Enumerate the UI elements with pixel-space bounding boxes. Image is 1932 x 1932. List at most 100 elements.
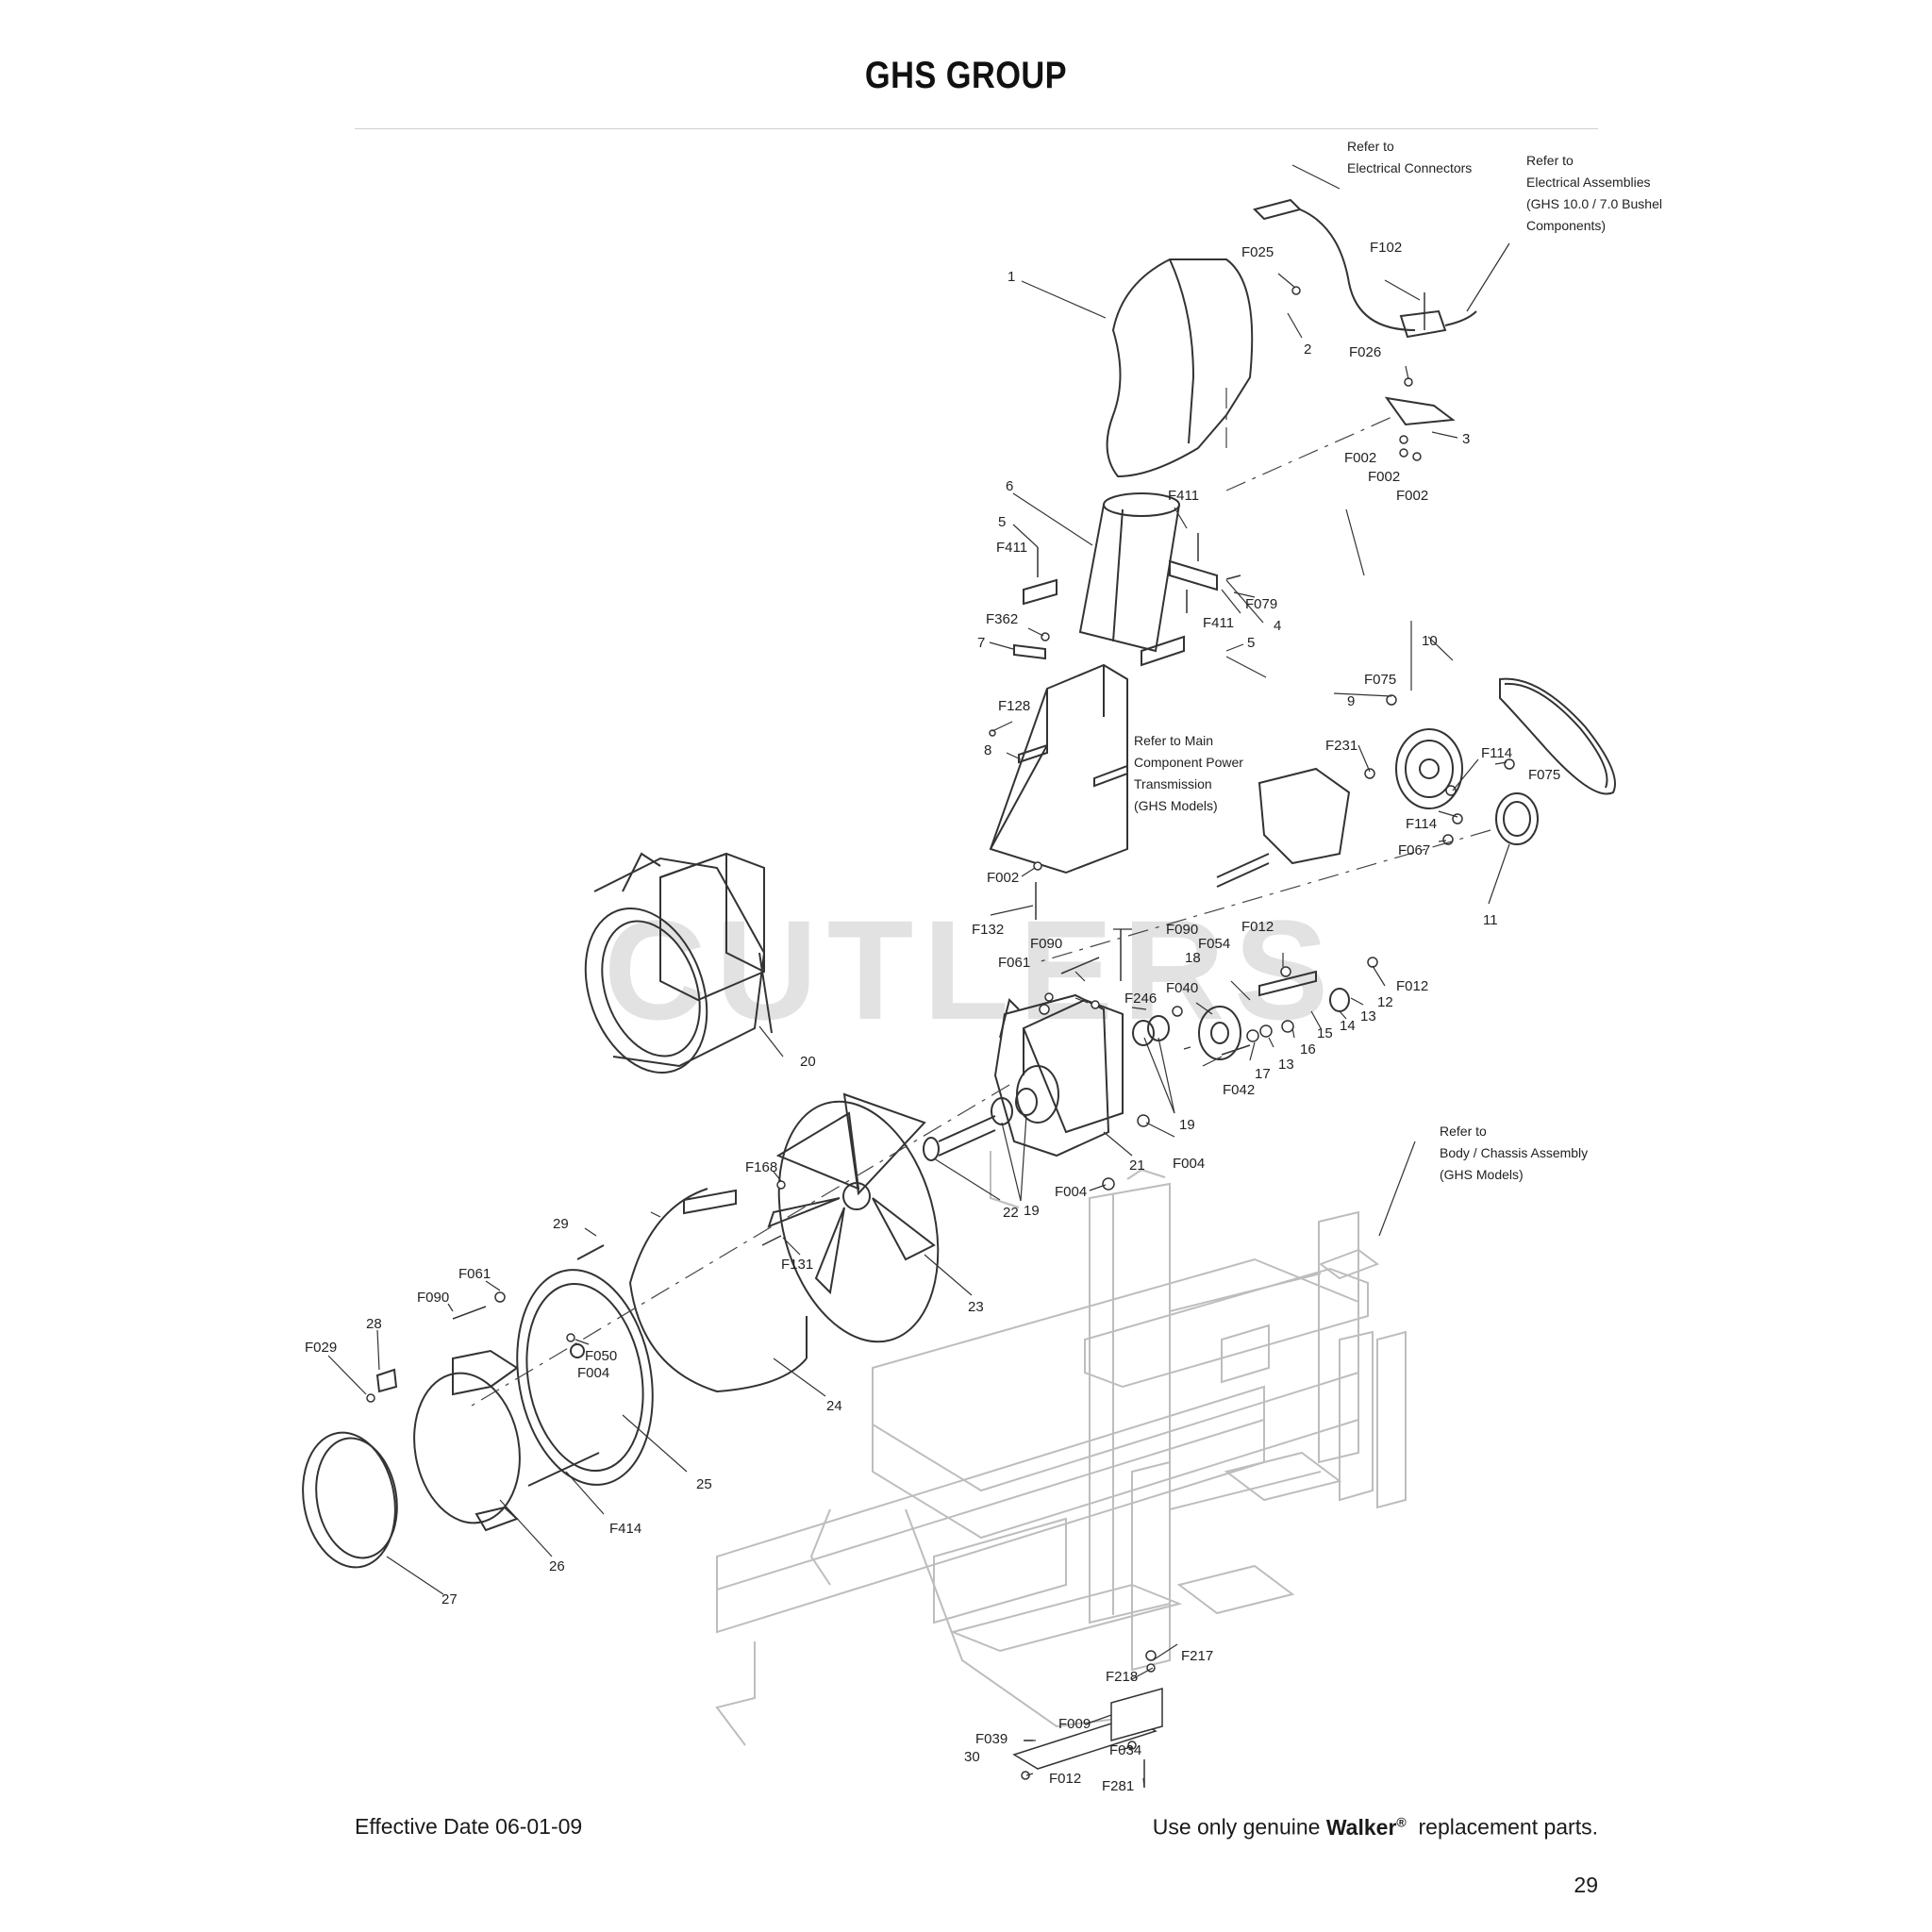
callout-F075: F075 bbox=[1528, 767, 1560, 783]
leader-lines bbox=[327, 164, 1510, 1789]
watermark: CUTLERS bbox=[604, 891, 1338, 1049]
callout-29: 29 bbox=[553, 1216, 569, 1232]
callout-19b: 19 bbox=[1024, 1203, 1040, 1219]
callout-F411: F411 bbox=[1168, 488, 1199, 504]
note-body-chassis: Refer to bbox=[1440, 1124, 1487, 1139]
callout-F029: F029 bbox=[305, 1340, 337, 1356]
callout-F012: F012 bbox=[1241, 919, 1274, 935]
callout-F075: F075 bbox=[1364, 672, 1396, 688]
chassis-frame bbox=[715, 1151, 1407, 1746]
callout-F004: F004 bbox=[1055, 1184, 1087, 1200]
callout-25: 25 bbox=[696, 1476, 712, 1492]
callout-F002: F002 bbox=[987, 870, 1019, 886]
callout-F002: F002 bbox=[1368, 469, 1400, 485]
callout-F168: F168 bbox=[745, 1159, 777, 1175]
callout-27: 27 bbox=[441, 1591, 458, 1607]
callout-18: 18 bbox=[1185, 950, 1201, 966]
callout-20: 20 bbox=[800, 1054, 816, 1070]
callout-F114: F114 bbox=[1481, 745, 1512, 761]
callout-F362: F362 bbox=[986, 611, 1018, 627]
note-main-component: Transmission bbox=[1134, 776, 1212, 791]
callout-5: 5 bbox=[998, 514, 1006, 530]
callout-F414: F414 bbox=[609, 1521, 641, 1537]
callout-F025: F025 bbox=[1241, 244, 1274, 260]
callout-21: 21 bbox=[1129, 1158, 1145, 1174]
callout-F132: F132 bbox=[972, 922, 1004, 938]
callout-11: 11 bbox=[1483, 912, 1498, 928]
callout-7: 7 bbox=[977, 635, 985, 651]
callout-30: 30 bbox=[964, 1749, 980, 1765]
fan-assembly bbox=[302, 1092, 940, 1569]
note-electrical-assemblies: Components) bbox=[1526, 218, 1606, 233]
registered-mark: ® bbox=[1396, 1814, 1407, 1829]
callout-3: 3 bbox=[1462, 431, 1470, 447]
brand-text: Walker bbox=[1325, 1814, 1397, 1840]
callout-F090: F090 bbox=[1166, 922, 1198, 938]
callout-F114: F114 bbox=[1406, 816, 1437, 832]
callout-15: 15 bbox=[1317, 1025, 1333, 1041]
callout-F102: F102 bbox=[1370, 240, 1402, 256]
callout-F281: F281 bbox=[1102, 1778, 1134, 1794]
callout-F411: F411 bbox=[996, 540, 1027, 556]
page-number: 29 bbox=[1574, 1873, 1598, 1897]
callout-22: 22 bbox=[1003, 1205, 1019, 1221]
note-electrical-connectors: Electrical Connectors bbox=[1347, 160, 1472, 175]
callout-F012: F012 bbox=[1049, 1771, 1081, 1787]
note-electrical-assemblies: (GHS 10.0 / 7.0 Bushel bbox=[1526, 196, 1662, 211]
callout-26: 26 bbox=[549, 1558, 565, 1574]
drive-parts bbox=[923, 677, 1616, 1161]
callout-F217: F217 bbox=[1181, 1648, 1213, 1664]
notice-prefix: Use only genuine bbox=[1152, 1814, 1321, 1840]
callout-17: 17 bbox=[1255, 1066, 1271, 1082]
callout-F002: F002 bbox=[1396, 488, 1428, 504]
notice-suffix: replacement parts. bbox=[1418, 1814, 1598, 1840]
callout-6: 6 bbox=[1006, 478, 1013, 494]
callout-F061: F061 bbox=[458, 1266, 491, 1282]
callout-24: 24 bbox=[826, 1398, 842, 1414]
callout-F009: F009 bbox=[1058, 1716, 1091, 1732]
chute-parts bbox=[989, 258, 1254, 874]
callout-9: 9 bbox=[1347, 693, 1355, 709]
callout-8: 8 bbox=[984, 742, 991, 758]
callout-F218: F218 bbox=[1106, 1669, 1138, 1685]
note-electrical-assemblies: Refer to bbox=[1526, 153, 1574, 168]
callout-F012: F012 bbox=[1396, 978, 1428, 994]
note-body-chassis: Body / Chassis Assembly bbox=[1440, 1145, 1588, 1160]
callout-F040: F040 bbox=[1166, 980, 1198, 996]
note-main-component: (GHS Models) bbox=[1134, 798, 1218, 813]
callout-F246: F246 bbox=[1124, 991, 1157, 1007]
note-main-component: Refer to Main bbox=[1134, 733, 1213, 748]
callout-F411: F411 bbox=[1203, 615, 1234, 631]
note-electrical-assemblies: Electrical Assemblies bbox=[1526, 175, 1651, 190]
callout-F131: F131 bbox=[781, 1257, 813, 1273]
note-main-component: Component Power bbox=[1134, 755, 1243, 770]
effective-date: Effective Date 06-01-09 bbox=[355, 1814, 583, 1839]
note-body-chassis: (GHS Models) bbox=[1440, 1167, 1524, 1182]
genuine-parts-notice: Use only genuine Walker® replacement par… bbox=[1153, 1814, 1598, 1840]
callout-F054: F054 bbox=[1198, 936, 1230, 952]
callout-19: 19 bbox=[1179, 1117, 1195, 1133]
callout-16: 16 bbox=[1300, 1041, 1316, 1058]
callout-5b: 5 bbox=[1247, 635, 1255, 651]
callout-12: 12 bbox=[1377, 994, 1393, 1010]
callout-4: 4 bbox=[1274, 618, 1281, 634]
callout-F039: F039 bbox=[975, 1731, 1008, 1747]
callout-F061: F061 bbox=[998, 955, 1030, 971]
callout-F002: F002 bbox=[1344, 450, 1376, 466]
callout-F050: F050 bbox=[585, 1348, 617, 1364]
callout-14: 14 bbox=[1340, 1018, 1356, 1034]
callout-F034: F034 bbox=[1109, 1742, 1141, 1758]
callout-F090: F090 bbox=[1030, 936, 1062, 952]
callout-23: 23 bbox=[968, 1299, 984, 1315]
callout-F231: F231 bbox=[1325, 738, 1357, 754]
note-electrical-connectors: Refer to bbox=[1347, 139, 1394, 154]
callout-2: 2 bbox=[1304, 341, 1311, 358]
callout-F079: F079 bbox=[1245, 596, 1277, 612]
callout-13: 13 bbox=[1360, 1008, 1376, 1024]
callout-F026: F026 bbox=[1349, 344, 1381, 360]
callout-F004: F004 bbox=[577, 1365, 609, 1381]
centerlines bbox=[471, 387, 1491, 1407]
callout-F042: F042 bbox=[1223, 1082, 1255, 1098]
callout-13b: 13 bbox=[1278, 1057, 1294, 1073]
